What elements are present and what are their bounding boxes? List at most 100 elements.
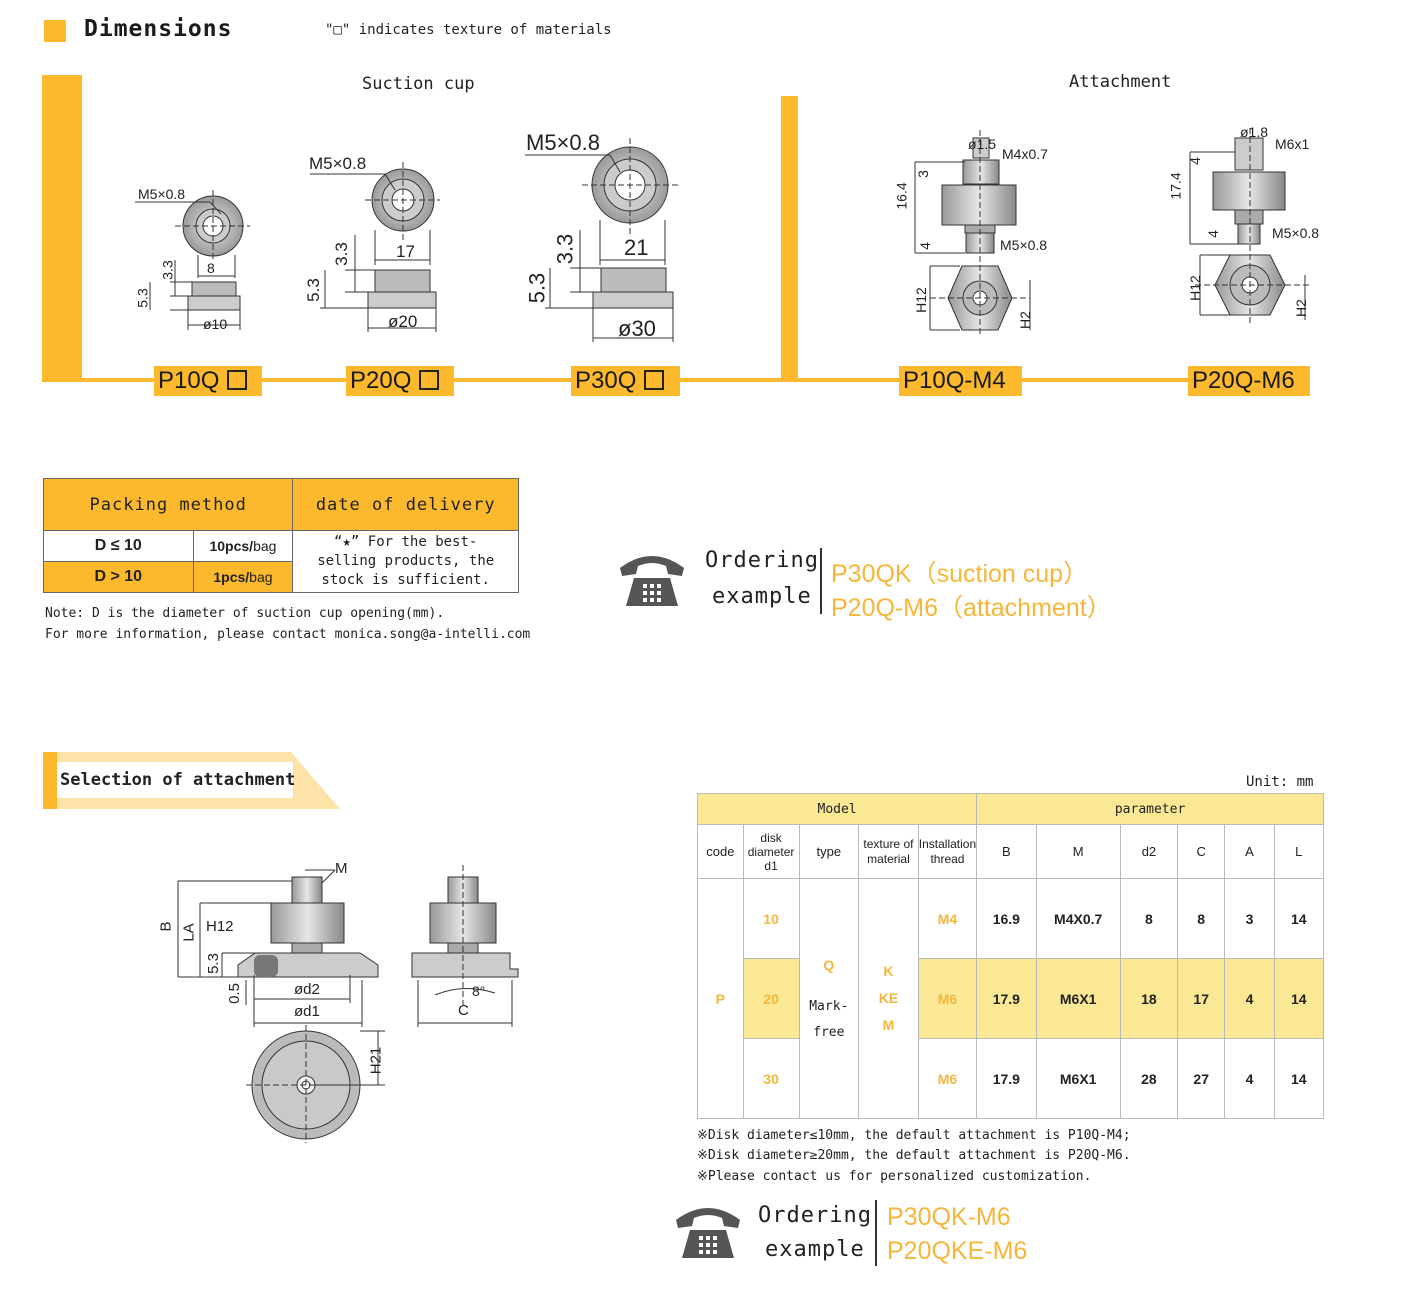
col-d2: d2: [1119, 824, 1179, 879]
p30q-width-label: 21: [624, 235, 649, 260]
p20q-m6-h12: H12: [1186, 275, 1203, 301]
cell-d2: 18: [1119, 958, 1179, 1039]
sel-h12-label: H12: [206, 918, 234, 935]
cell-a: 4: [1224, 1038, 1275, 1119]
table-row: P 10 Q Mark- free K KE M M4 16.9 M4X0.7 …: [697, 878, 1325, 1119]
sel-b-label: B: [157, 921, 175, 932]
packing-cond: D ≤ 10: [43, 530, 194, 562]
p10q-width-label: 8: [207, 260, 215, 276]
texture-box-icon: [644, 370, 665, 390]
p20q-drawing: [310, 162, 440, 332]
cell-d2: 8: [1119, 878, 1179, 959]
cell-m: M6X1: [1035, 1038, 1121, 1119]
cell-m: M6X1: [1035, 958, 1121, 1039]
p10q-m4-h12: H12: [912, 287, 929, 313]
texture-box-icon: [419, 370, 440, 390]
note-contact-line: For more information, please contact mon…: [45, 627, 531, 642]
p20q-dia-label: ø20: [388, 312, 418, 331]
phone-icon: [620, 556, 684, 606]
p20q-m6-hole-label: ø1.8: [1240, 124, 1269, 140]
cell-b: 17.9: [976, 958, 1037, 1039]
ordering-divider: [820, 548, 822, 614]
p20q-m6-height: 17.4: [1167, 172, 1184, 200]
selection-title: Selection of attachment: [60, 770, 296, 790]
ordering-label-2: example: [712, 584, 812, 609]
texture-m: M: [882, 1017, 895, 1033]
code-cell: P: [697, 878, 744, 1119]
note-line-1: Note: D is the diameter of suction cup o…: [45, 606, 445, 621]
parameter-table: Model parameter code disk diameter d1 ty…: [696, 793, 1325, 1119]
model-name: P20Q: [350, 367, 412, 394]
delivery-text: “★” For the best-selling products, the s…: [292, 530, 519, 593]
p20q-m6-drawing: [1189, 128, 1310, 325]
selection-drawing: [177, 865, 519, 1143]
delivery-header: date of delivery: [292, 478, 519, 531]
ordering2-label-1: Ordering: [758, 1203, 872, 1228]
suction-cup-label: Suction cup: [362, 74, 475, 94]
table-row: 30 M6 17.9 M6X1 28 27 4 14: [698, 1038, 1325, 1119]
texture-note: "□" indicates texture of materials: [325, 22, 612, 38]
p20q-width-label: 17: [396, 242, 415, 261]
sel-d2-label: ød2: [294, 981, 320, 998]
col-texture: texture of material: [858, 824, 919, 879]
sel-d1-label: ød1: [294, 1003, 320, 1020]
ordering2-label-2: example: [765, 1237, 865, 1262]
cell-l: 14: [1273, 1038, 1325, 1119]
cell-c: 27: [1177, 1038, 1226, 1119]
type-free: free: [813, 1024, 845, 1040]
cell-d1: 30: [742, 1038, 800, 1119]
cell-d1: 10: [742, 878, 800, 959]
attachment-drawings: [914, 128, 1310, 335]
p10q-m4-height: 16.4: [893, 182, 910, 210]
sel-h05-label: 0.5: [225, 983, 243, 1004]
p10q-m4-h2: H2: [1016, 311, 1033, 329]
p20q-h1-label: 3.3: [331, 242, 351, 266]
suction-cup-drawings: [135, 138, 678, 342]
p20q-m6-thread-bottom: M5×0.8: [1272, 225, 1320, 241]
ordering-label-1: Ordering: [705, 548, 819, 573]
texture-ke: KE: [878, 990, 899, 1006]
p20q-m6-top: 4: [1186, 157, 1203, 165]
type-cell: Q Mark- free: [798, 878, 860, 1119]
p10q-m4-hole-label: ø1.5: [968, 136, 997, 152]
cell-thread: M6: [917, 1038, 978, 1119]
p20q-h2-label: 5.3: [303, 278, 323, 302]
p30q-h1-label: 3.3: [552, 233, 578, 265]
cell-l: 14: [1273, 878, 1325, 959]
packing-cond: D > 10: [43, 561, 194, 593]
page-title: Dimensions: [84, 16, 233, 42]
cell-b: 17.9: [976, 1038, 1037, 1119]
p10q-m4-bottom: 4: [916, 242, 933, 250]
p10q-m4-top: 3: [914, 170, 931, 178]
p10q-m4-thread-bottom: M5×0.8: [1000, 237, 1048, 253]
packing-qty: 10pcs/bag: [192, 530, 294, 562]
texture-box-icon: [227, 370, 248, 390]
packing-qty: 1pcs/bag: [192, 561, 294, 593]
unit-label: Unit: mm: [1246, 774, 1314, 790]
selection-banner: [43, 752, 340, 809]
p20q-m6-thread-top: M6x1: [1275, 136, 1310, 152]
p20q-m6-h2: H2: [1292, 299, 1309, 317]
ordering2-divider: [875, 1200, 877, 1266]
sel-m-label: M: [335, 860, 348, 877]
col-thread: Installation thread: [917, 824, 978, 879]
model-tag-p20q: P20Q: [346, 366, 454, 396]
sel-c-label: C: [458, 1002, 469, 1019]
model-tag-p10q: P10Q: [154, 366, 262, 396]
p10q-m4-drawing: [914, 130, 1031, 335]
texture-cell: K KE M: [858, 878, 919, 1119]
qty-unit: bag: [249, 569, 273, 585]
ordering2-value-1: P30QK-M6: [887, 1203, 1011, 1231]
ordering2-value-2: P20QKE-M6: [887, 1237, 1028, 1265]
packing-method-header: Packing method: [42, 478, 294, 531]
cell-m: M4X0.7: [1035, 878, 1121, 959]
type-mark: Mark-: [809, 998, 849, 1014]
model-tag-p20q-m6: P20Q-M6: [1188, 366, 1310, 396]
cell-l: 14: [1273, 958, 1325, 1039]
cell-c: 17: [1177, 958, 1226, 1039]
p30q-drawing: [525, 138, 678, 342]
type-q: Q: [823, 956, 835, 973]
col-a: A: [1224, 824, 1275, 879]
sel-h53-label: 5.3: [204, 953, 222, 974]
sel-angle-label: 8°: [472, 983, 486, 999]
